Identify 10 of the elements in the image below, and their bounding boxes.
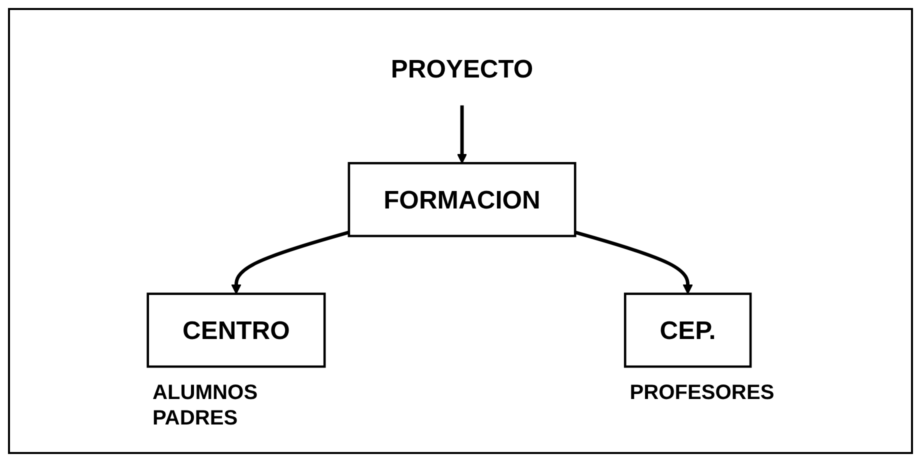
diagram-frame: PROYECTO FORMACION CENTRO CEP. ALUMNOS PADRES PROFESORES bbox=[8, 8, 913, 454]
node-caption: PROFESORES bbox=[629, 380, 774, 404]
arrow bbox=[456, 105, 467, 164]
node-caption: ALUMNOS PADRES bbox=[152, 380, 258, 430]
arrow bbox=[574, 230, 692, 294]
arrow bbox=[230, 230, 349, 294]
node-text: PROYECTO bbox=[390, 54, 533, 84]
node-box bbox=[347, 162, 576, 238]
node-box bbox=[623, 292, 752, 368]
node-box bbox=[146, 292, 326, 368]
